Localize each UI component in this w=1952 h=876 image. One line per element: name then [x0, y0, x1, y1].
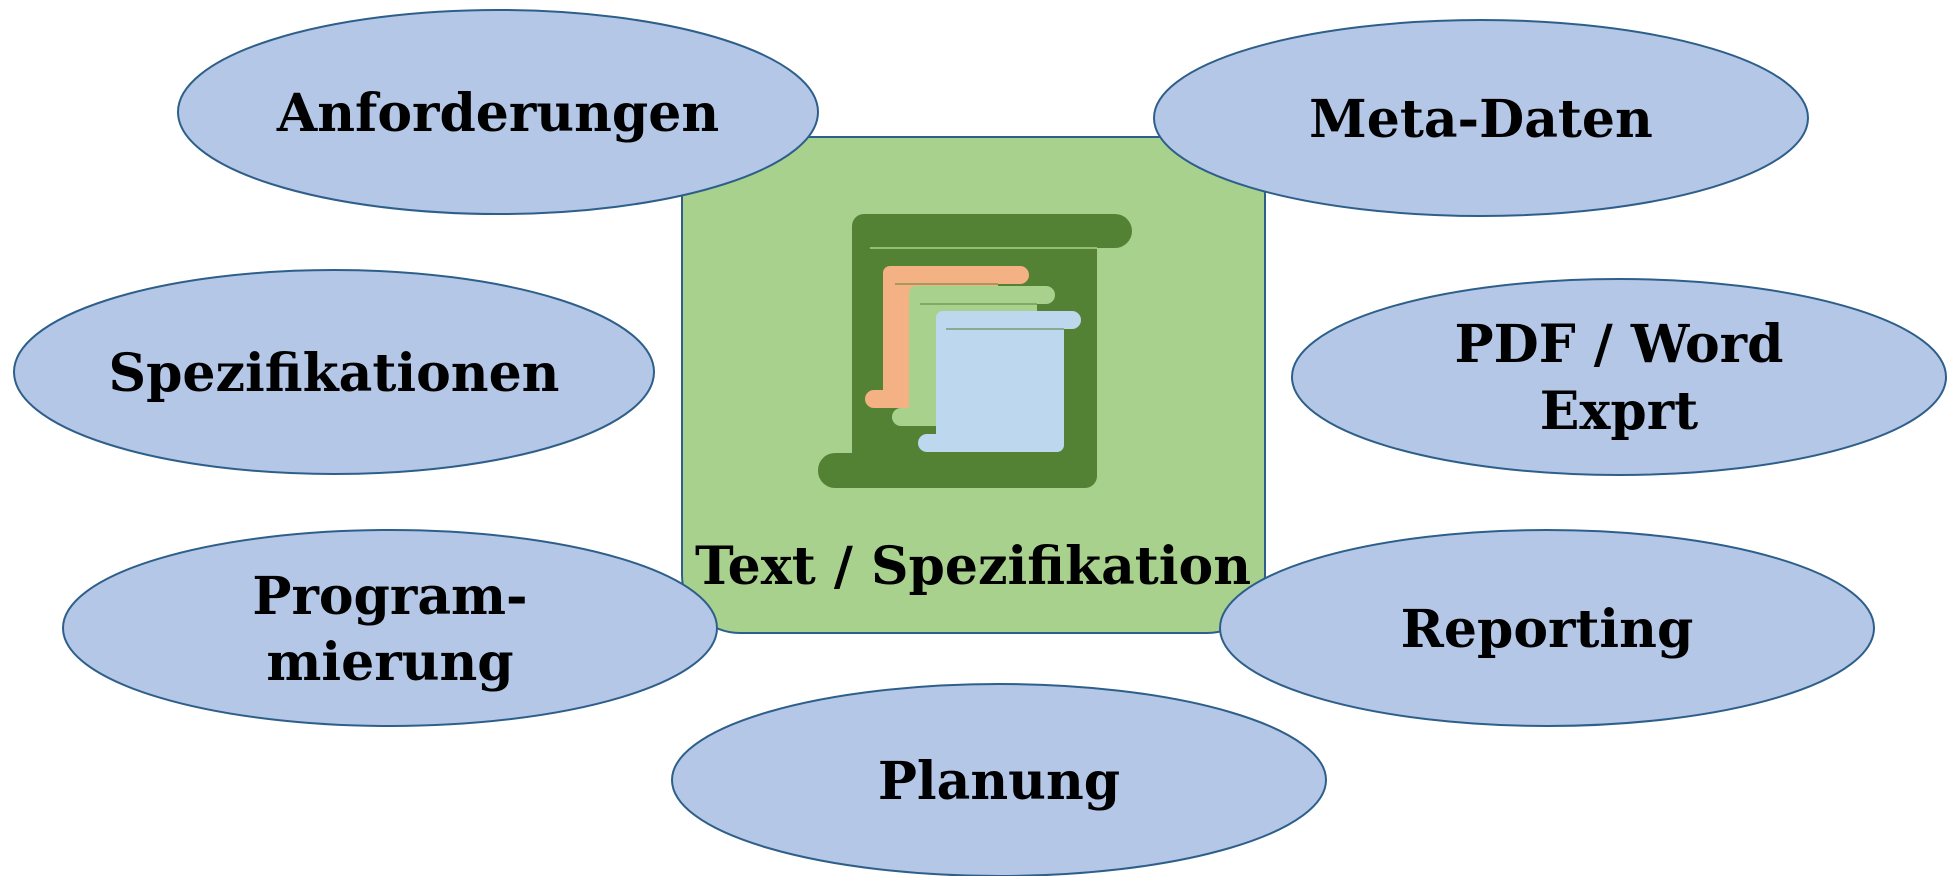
node-reporting: Reporting — [1219, 529, 1875, 727]
node-ellipse — [671, 683, 1327, 876]
node-meta-daten: Meta-Daten — [1153, 19, 1809, 217]
node-label-line-1: PDF / Word — [1455, 314, 1784, 375]
node-ellipse — [62, 529, 718, 727]
node-label: Planung — [878, 751, 1120, 812]
node-ellipse — [1153, 19, 1809, 217]
node-label-line-2: Exprt — [1540, 381, 1698, 442]
node-planung: Planung — [671, 683, 1327, 876]
node-ellipse — [13, 269, 655, 475]
node-label: Reporting — [1401, 599, 1694, 660]
node-programmierung: Program- mierung — [62, 529, 718, 727]
center-node: Text / Spezifikation — [681, 136, 1266, 634]
node-spezifikationen: Spezifikationen — [13, 269, 655, 475]
node-anforderungen: Anforderungen — [177, 9, 819, 215]
center-label: Text / Spezifikation — [695, 536, 1251, 597]
node-ellipse — [177, 9, 819, 215]
node-label-line-2: mierung — [266, 632, 513, 693]
node-label: Spezifikationen — [109, 343, 560, 404]
node-label-line-1: Program- — [252, 566, 527, 627]
node-ellipse — [1291, 278, 1947, 476]
node-label: Anforderungen — [276, 83, 719, 144]
document-scroll-icon — [818, 214, 1132, 488]
node-pdf-word-export: PDF / Word Exprt — [1291, 278, 1947, 476]
node-ellipse — [1219, 529, 1875, 727]
node-label: Meta-Daten — [1309, 89, 1653, 150]
